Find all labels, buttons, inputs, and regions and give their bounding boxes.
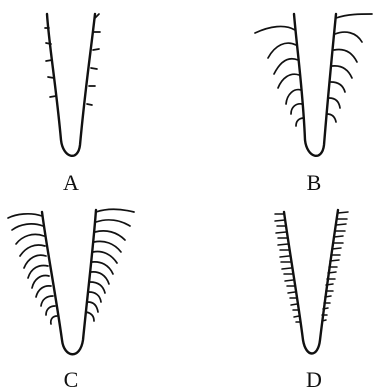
panel-c: C bbox=[8, 209, 134, 388]
root-hair bbox=[282, 268, 291, 269]
root-hair bbox=[328, 272, 336, 273]
root-hair bbox=[95, 231, 125, 240]
root-hair bbox=[332, 248, 341, 249]
root-hair bbox=[41, 296, 53, 306]
root-outline bbox=[47, 14, 95, 156]
root-hair bbox=[335, 32, 362, 42]
root-hair bbox=[332, 66, 352, 78]
panel-d: D bbox=[275, 210, 348, 388]
root-hair bbox=[91, 68, 97, 69]
root-hair bbox=[278, 244, 288, 245]
root-hairs bbox=[8, 209, 134, 324]
root-hair bbox=[90, 282, 105, 293]
root-hair bbox=[96, 220, 130, 226]
root-hair bbox=[89, 292, 101, 302]
root-hair bbox=[48, 77, 54, 78]
panel-a: A bbox=[45, 14, 100, 195]
root-hairs bbox=[45, 14, 100, 105]
root-hair bbox=[51, 316, 57, 324]
root-hair bbox=[291, 104, 302, 114]
root-hair bbox=[336, 14, 372, 18]
root-outline bbox=[294, 14, 336, 156]
panel-label: C bbox=[64, 367, 79, 388]
root-hair bbox=[285, 280, 293, 281]
root-hair bbox=[334, 50, 357, 63]
root-hair bbox=[46, 306, 55, 315]
root-hair bbox=[46, 43, 51, 44]
root-hair bbox=[280, 256, 289, 257]
root-hair bbox=[87, 104, 92, 105]
root-hair bbox=[46, 60, 52, 61]
root-hair bbox=[338, 212, 348, 213]
root-hair bbox=[94, 241, 121, 252]
panel-label: D bbox=[306, 367, 322, 388]
root-hair bbox=[274, 59, 298, 74]
root-outline bbox=[284, 210, 338, 354]
root-hair bbox=[276, 232, 286, 233]
root-hair bbox=[255, 26, 295, 33]
root-hair bbox=[12, 224, 43, 230]
root-hair bbox=[286, 90, 301, 104]
root-hair bbox=[50, 96, 56, 97]
panel-b: B bbox=[255, 14, 372, 195]
root-hair bbox=[96, 209, 134, 212]
root-hair bbox=[36, 286, 51, 297]
panel-label: A bbox=[63, 170, 79, 195]
root-hair bbox=[329, 98, 340, 108]
root-hair bbox=[323, 308, 328, 309]
root-hair bbox=[16, 234, 44, 244]
root-hair bbox=[88, 302, 98, 312]
root-hair bbox=[334, 236, 343, 237]
root-hair bbox=[8, 214, 42, 218]
root-hair bbox=[278, 74, 299, 88]
root-hair bbox=[275, 220, 285, 221]
root-outline bbox=[42, 210, 96, 354]
root-hair bbox=[268, 43, 296, 58]
root-hair bbox=[326, 284, 333, 285]
panel-label: B bbox=[307, 170, 322, 195]
root-hair bbox=[288, 292, 295, 293]
root-hair bbox=[291, 304, 297, 305]
root-hair bbox=[331, 82, 345, 92]
root-hairs bbox=[255, 14, 372, 126]
root-hair bbox=[93, 49, 99, 50]
root-hair bbox=[336, 224, 346, 225]
root-hair bbox=[325, 296, 331, 297]
root-hair bbox=[330, 260, 339, 261]
root-hair bbox=[322, 320, 326, 321]
root-hair bbox=[86, 312, 94, 321]
root-hair bbox=[327, 114, 336, 122]
root-hair bbox=[294, 316, 299, 317]
